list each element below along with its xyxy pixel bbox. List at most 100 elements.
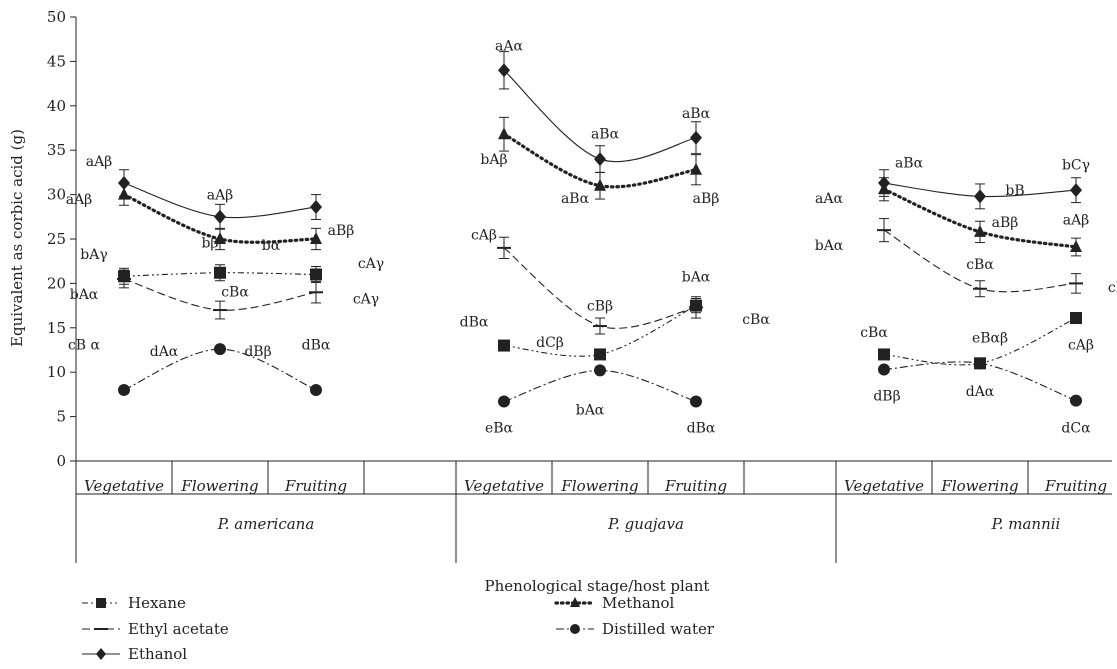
point-annotation: dBα <box>302 338 331 354</box>
marker-diamond <box>118 176 130 191</box>
point-annotation: cBα <box>860 325 888 341</box>
host-label: P. guajava <box>607 515 684 533</box>
y-tick-label: 10 <box>47 363 66 381</box>
marker-diamond <box>310 200 322 215</box>
legend-label: Ethanol <box>128 645 187 663</box>
point-annotation: dBβ <box>873 388 900 404</box>
marker-circle <box>310 383 322 396</box>
y-tick-label: 20 <box>47 274 66 292</box>
legend-label: Ethyl acetate <box>128 620 229 638</box>
point-annotation: bAα <box>815 238 844 254</box>
marker-circle <box>594 364 606 377</box>
marker-triangle <box>570 597 580 607</box>
legend-item-ethyl-acetate: Ethyl acetate <box>82 620 229 638</box>
point-annotation: bβ <box>201 236 218 252</box>
point-annotation: eBαβ <box>972 331 1008 347</box>
series-ethyl-acetate <box>117 218 1083 335</box>
point-annotation: dBα <box>687 420 716 436</box>
point-annotation: aAβ <box>1063 212 1090 228</box>
point-annotation: cAγ <box>358 256 384 272</box>
point-annotation: cBα <box>966 257 994 273</box>
marker-triangle <box>310 232 322 244</box>
marker-triangle <box>974 224 986 237</box>
point-annotation: cBα <box>742 312 770 328</box>
marker-circle <box>1070 394 1082 407</box>
stage-label: Vegetative <box>84 477 164 495</box>
point-annotation: dAα <box>150 344 179 360</box>
marker-diamond <box>214 209 226 224</box>
point-annotation: bCγ <box>1062 157 1090 173</box>
stage-label: Fruiting <box>284 477 347 495</box>
point-annotation: dBβ <box>244 344 271 360</box>
y-tick-label: 25 <box>47 230 66 248</box>
point-annotation: dAα <box>966 384 995 400</box>
point-annotation: bAβ <box>480 152 507 168</box>
marker-circle <box>214 343 226 356</box>
point-annotation: cAβ <box>471 228 497 244</box>
stage-label: Flowering <box>940 477 1018 495</box>
point-annotation: aBα <box>682 106 711 122</box>
marker-triangle <box>690 162 702 175</box>
point-annotation: bAγ <box>80 247 107 263</box>
point-annotation: aAα <box>815 191 843 207</box>
series-distilled-water <box>118 343 1082 408</box>
y-axis-title: Equivalent as corbic acid (g) <box>8 129 26 347</box>
series-layer <box>117 51 1083 408</box>
marker-triangle <box>878 182 890 195</box>
point-annotation: aAα <box>495 38 523 54</box>
legend-item-methanol: Methanol <box>554 594 675 612</box>
marker-circle <box>690 395 702 408</box>
marker-diamond <box>96 648 106 660</box>
point-annotation: aBβ <box>693 191 720 207</box>
marker-diamond <box>594 152 606 167</box>
legend-label: Distilled water <box>602 620 715 638</box>
marker-triangle <box>594 178 606 191</box>
stage-label: Vegetative <box>844 477 924 495</box>
host-label: P. americana <box>217 515 315 533</box>
marker-square <box>498 339 510 352</box>
point-annotation: aBβ <box>992 215 1019 231</box>
marker-circle <box>570 624 580 634</box>
y-tick-label: 5 <box>56 408 66 426</box>
point-annotation: bAα <box>682 269 711 285</box>
point-annotation: cB α <box>68 338 101 354</box>
stage-label: Flowering <box>560 477 638 495</box>
marker-triangle <box>118 187 130 200</box>
marker-triangle <box>1070 239 1082 252</box>
marker-diamond <box>690 130 702 145</box>
y-tick-label: 45 <box>47 52 66 70</box>
y-tick-label: 15 <box>47 319 66 337</box>
y-tick-label: 50 <box>47 8 66 26</box>
point-annotation: cAγ <box>353 291 379 307</box>
stage-label: Fruiting <box>1044 477 1107 495</box>
point-annotation: bα <box>262 238 281 254</box>
point-annotation: cBα <box>221 284 249 300</box>
point-annotation: bAα <box>576 402 605 418</box>
legend-item-distilled-water: Distilled water <box>556 620 715 638</box>
y-tick-label: 35 <box>47 141 66 159</box>
point-annotation: cBβ <box>1108 280 1117 296</box>
annotation-layer: aAβ aAβ bAγ bAα cB α dAα aAβ bβ cBα dBβ aBβ bα cAγ cA… <box>66 38 1117 436</box>
point-annotation: dCα <box>1061 420 1091 436</box>
point-annotation: aBβ <box>328 223 355 239</box>
marker-square <box>214 266 226 279</box>
point-annotation: dBα <box>460 315 489 331</box>
point-annotation: aBα <box>561 191 590 207</box>
marker-square <box>1070 312 1082 325</box>
marker-circle <box>118 383 130 396</box>
stage-label: Flowering <box>180 477 258 495</box>
legend-label: Methanol <box>602 594 675 612</box>
marker-circle <box>498 395 510 408</box>
point-annotation: aAβ <box>66 192 93 208</box>
point-annotation: bAα <box>70 287 99 303</box>
point-annotation: eBα <box>485 420 514 436</box>
marker-square <box>96 598 106 608</box>
marker-square <box>594 348 606 361</box>
y-tick-label: 0 <box>56 452 66 470</box>
x-axis-title: Phenological stage/host plant <box>485 577 710 595</box>
point-annotation: aAβ <box>207 188 234 204</box>
marker-circle <box>974 357 986 370</box>
legend-item-hexane: Hexane <box>82 594 186 612</box>
